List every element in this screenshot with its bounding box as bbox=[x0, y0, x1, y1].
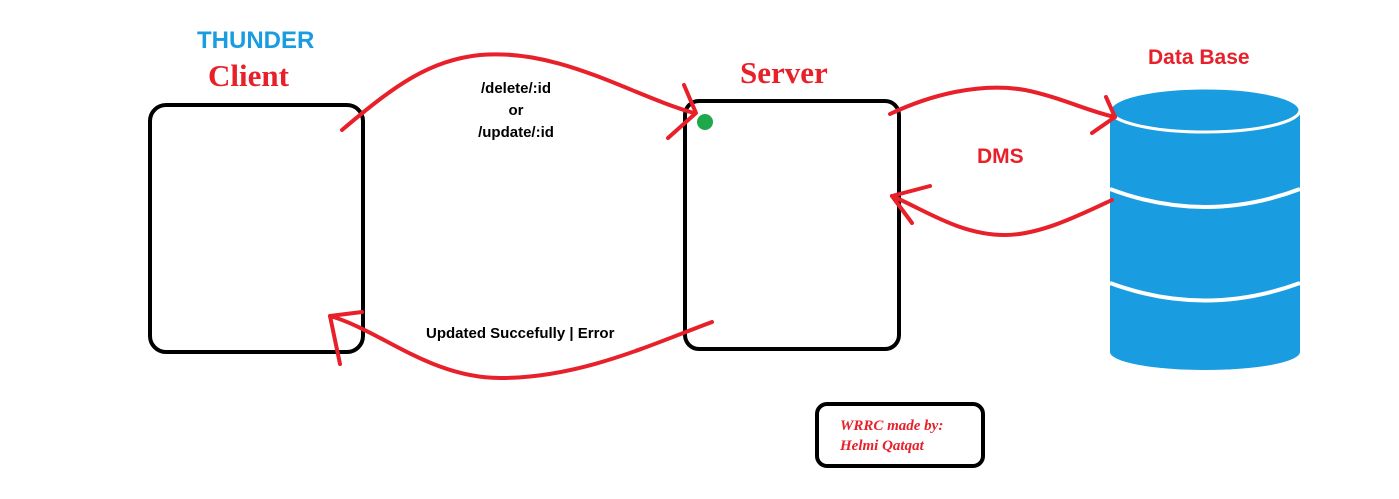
request-label: /delete/:id or /update/:id bbox=[446, 78, 586, 144]
credit-box: WRRC made by: Helmi Qatqat bbox=[815, 402, 985, 468]
server-to-database-arrow bbox=[888, 85, 1117, 135]
database-cylinder-icon bbox=[1108, 86, 1302, 370]
database-label: Data Base bbox=[1148, 46, 1250, 69]
request-route-delete: /delete/:id bbox=[480, 80, 551, 97]
client-box bbox=[148, 103, 365, 354]
thunder-title: THUNDER bbox=[197, 27, 315, 54]
server-label: Server bbox=[740, 55, 828, 90]
response-label: Updated Succefully | Error bbox=[426, 325, 615, 342]
green-dot-icon bbox=[697, 114, 713, 130]
request-arrow bbox=[340, 52, 698, 140]
client-label: Client bbox=[208, 58, 289, 93]
response-arrow bbox=[328, 310, 714, 380]
dms-label: DMS bbox=[977, 145, 1024, 168]
database-to-server-arrow bbox=[890, 184, 1114, 237]
server-box bbox=[683, 99, 901, 351]
credit-line-2: Helmi Qatqat bbox=[840, 438, 924, 454]
request-route-update: /update/:id bbox=[478, 124, 554, 141]
request-or: or bbox=[508, 102, 524, 119]
credit-line-1: WRRC made by: bbox=[840, 418, 944, 434]
